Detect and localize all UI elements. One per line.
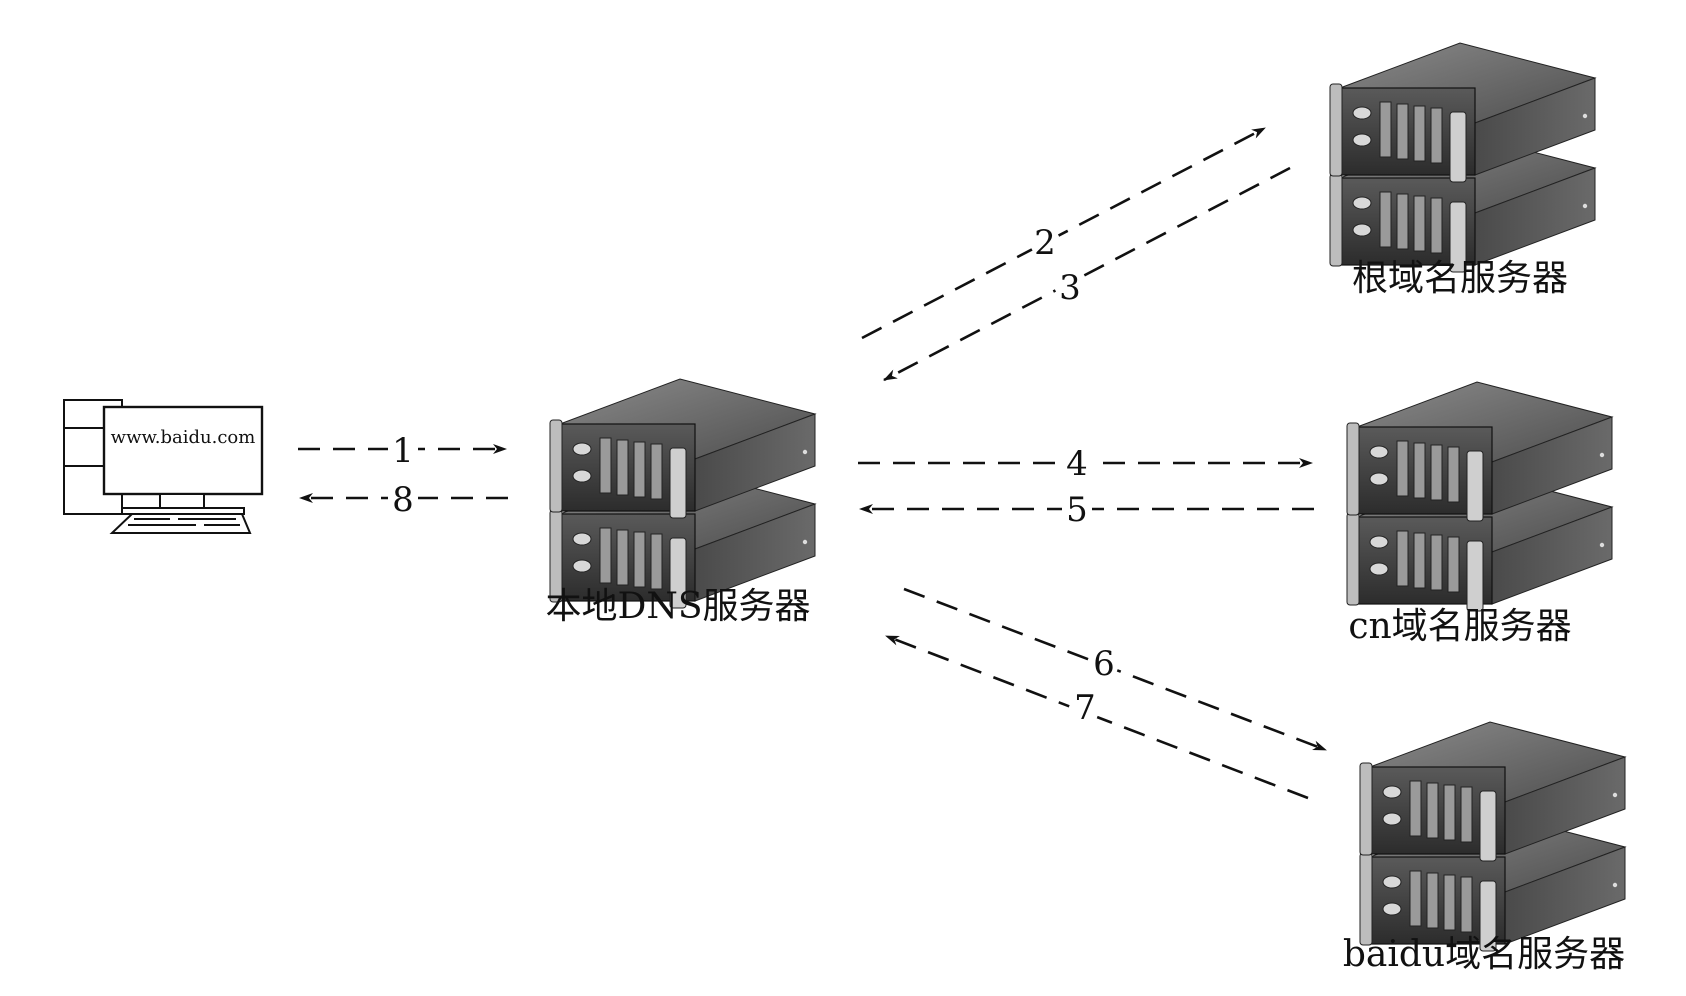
local-dns-server-icon — [550, 379, 815, 608]
step-label-2: 2 — [1034, 223, 1056, 263]
step-label-8: 8 — [392, 480, 414, 520]
root-server-icon — [1330, 43, 1595, 272]
cn-server-icon — [1347, 382, 1612, 611]
step-label-7: 7 — [1074, 688, 1096, 728]
step-label-4: 4 — [1066, 444, 1088, 484]
local-dns-server-label: 本地DNS服务器 — [545, 586, 810, 627]
root-server-label: 根域名服务器 — [1352, 258, 1568, 299]
arrow-step-3 — [883, 166, 1291, 382]
step-label-3: 3 — [1059, 268, 1081, 308]
step-label-5: 5 — [1066, 490, 1088, 530]
arrow-step-2 — [861, 126, 1266, 340]
cn-server-label: cn域名服务器 — [1348, 606, 1571, 647]
baidu-server-icon — [1360, 722, 1625, 951]
baidu-server-label: baidu域名服务器 — [1343, 934, 1625, 975]
client-computer-icon — [63, 399, 264, 534]
client-url-text: www.baidu.com — [111, 427, 256, 448]
step-label-6: 6 — [1093, 644, 1115, 684]
step-label-1: 1 — [392, 431, 414, 471]
